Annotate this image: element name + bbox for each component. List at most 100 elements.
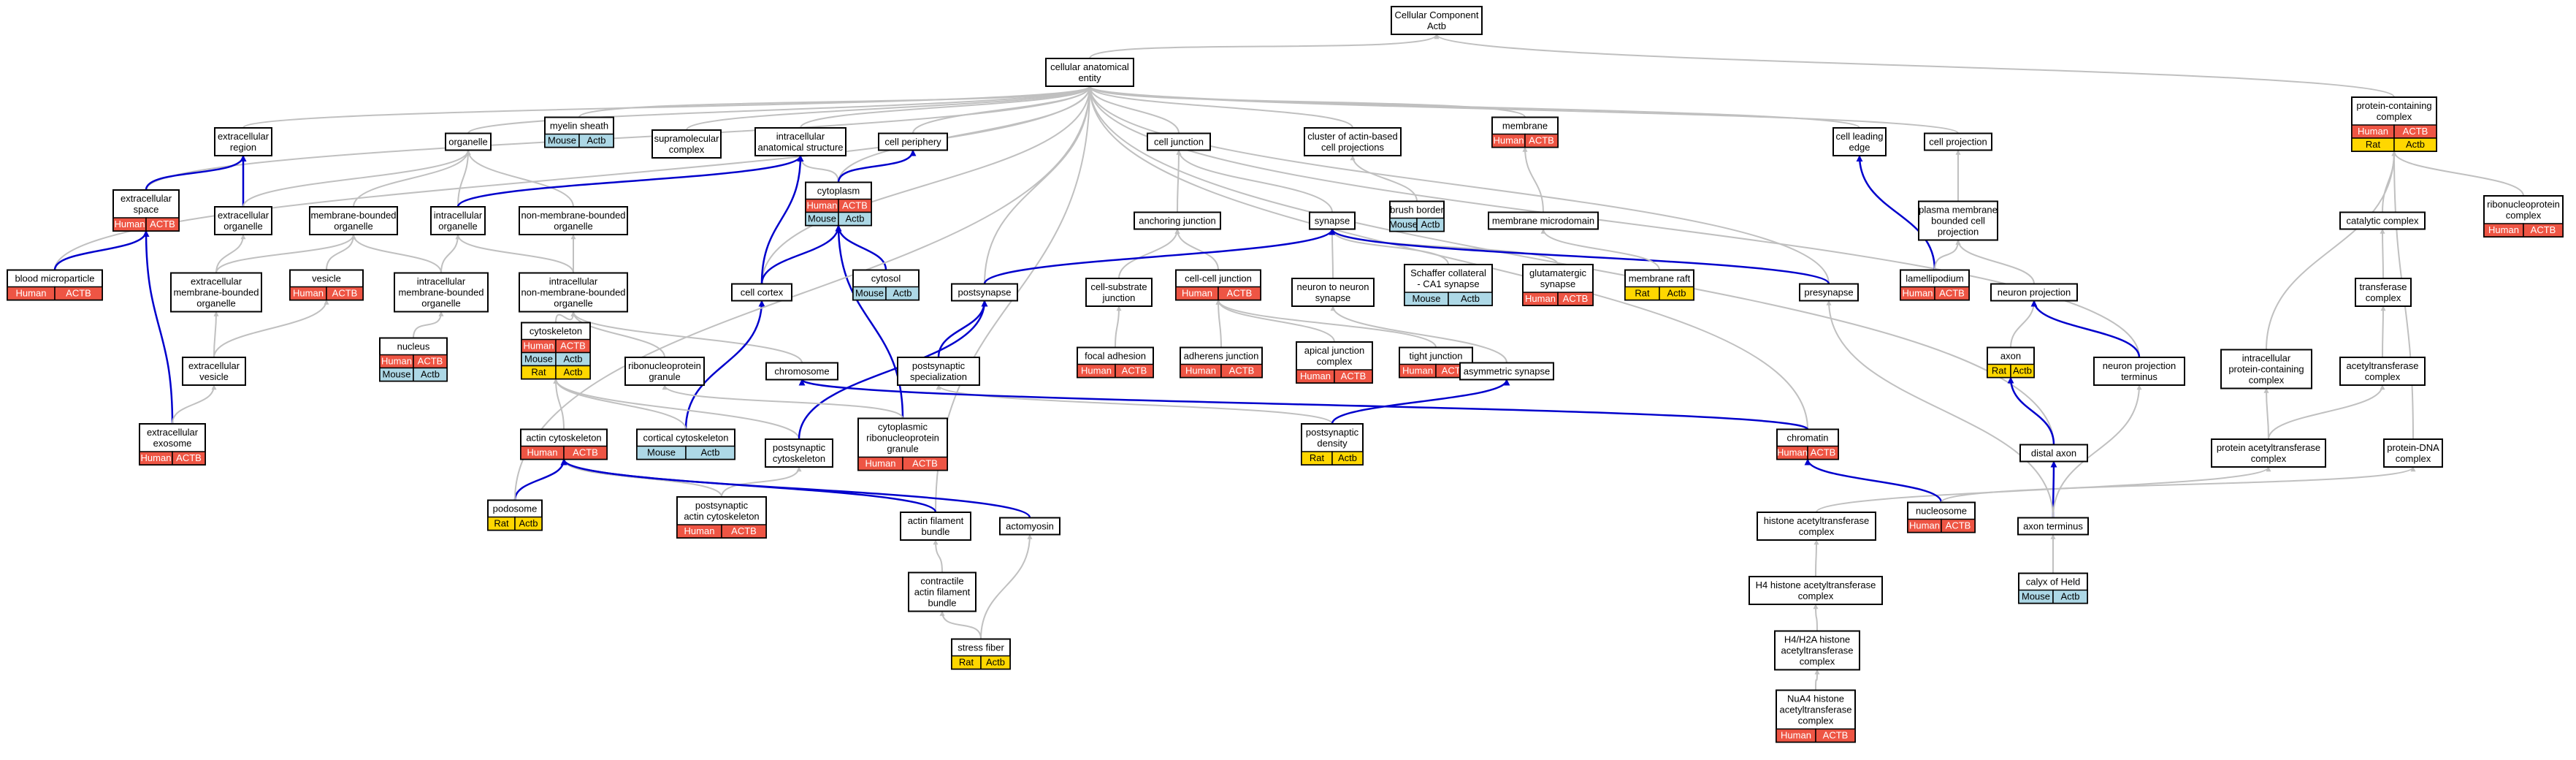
gene-cell (2393, 137, 2437, 152)
edge-is-a (1176, 149, 1182, 213)
go-term-node[interactable]: cell periphery (878, 132, 948, 151)
go-term-node[interactable]: synapse (1309, 211, 1356, 230)
node-label-line: asymmetric synapse (1464, 366, 1550, 377)
gene-label: ACTB (1529, 135, 1554, 146)
go-term-node[interactable]: distal axon (2019, 444, 2088, 463)
go-term-node[interactable]: anchoring junction (1134, 211, 1221, 230)
species-label: Human (141, 452, 172, 463)
edge-part-of (798, 300, 988, 440)
node-label-line: complex (2366, 292, 2401, 303)
species-label: Human (1777, 447, 1808, 458)
node-label-line: synapse (1315, 292, 1350, 303)
go-term-node[interactable]: cytoplasmicribonucleoproteingranuleHuman… (857, 417, 948, 471)
go-term-node[interactable]: chromosome (765, 362, 838, 381)
go-term-node[interactable]: catalytic complex (2339, 211, 2426, 230)
go-term-node[interactable]: cell junction (1147, 132, 1211, 151)
edge-is-a (1087, 86, 1353, 129)
go-term-node[interactable]: membrane microdomain (1488, 211, 1599, 230)
go-term-node[interactable]: axon terminus (2017, 517, 2089, 536)
go-term-node[interactable]: asymmetric synapse (1459, 362, 1554, 381)
go-term-node[interactable]: cell projection (1924, 132, 1992, 151)
node-box (214, 206, 272, 235)
go-term-node[interactable]: intracellularnon-membrane-boundedorganel… (519, 272, 628, 313)
node-box (2383, 438, 2443, 468)
go-term-node[interactable]: postsynapse (951, 283, 1018, 302)
gene-label: ACTB (842, 200, 868, 211)
go-term-node[interactable]: actomyosin (999, 517, 1060, 536)
go-term-node[interactable]: presynapse (1799, 283, 1859, 302)
go-term-node[interactable]: cell cortex (731, 283, 792, 302)
go-term-node[interactable]: organelle (445, 132, 492, 151)
go-term-node[interactable]: neuron projection (1990, 283, 2078, 302)
edge-part-of (760, 224, 842, 284)
go-term-node[interactable]: NuA4 histoneacetyltransferasecomplexHuma… (1776, 689, 1856, 743)
gene-label: Actb (1421, 219, 1440, 230)
node-label-line: synapse (1540, 278, 1575, 289)
